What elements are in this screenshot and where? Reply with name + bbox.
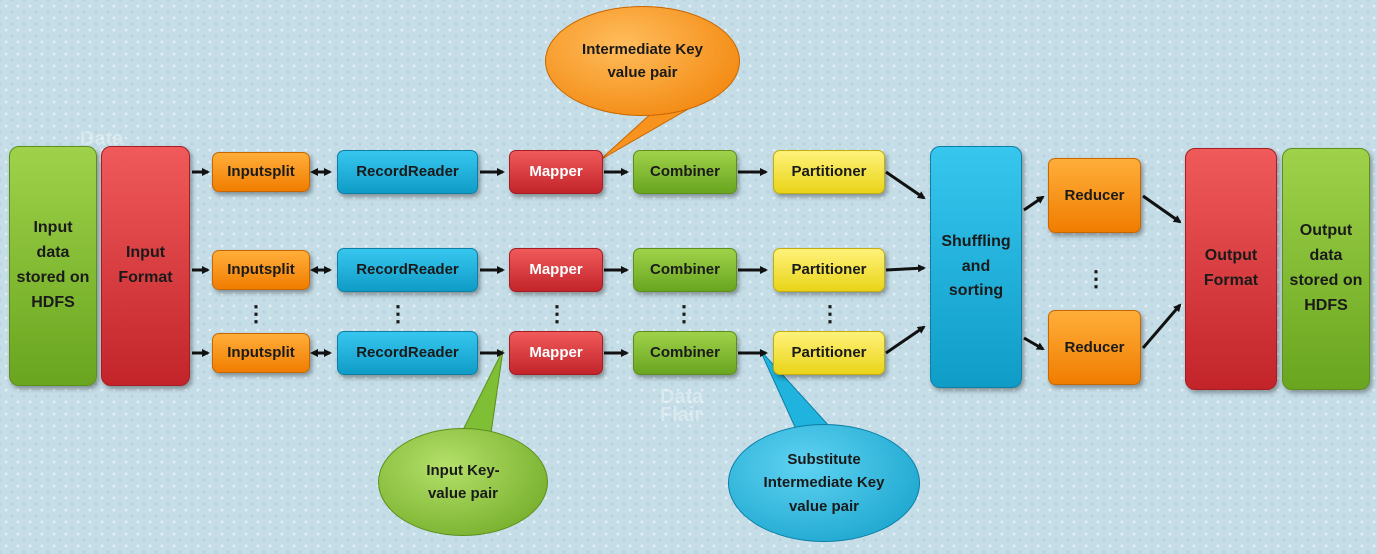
recordreader-3: RecordReader	[337, 331, 478, 375]
input-data-hdfs: Input data stored on HDFS	[9, 146, 97, 386]
combiner-1: Combiner	[633, 150, 737, 194]
vertical-ellipsis-icon	[819, 303, 839, 325]
combiner-2: Combiner	[633, 248, 737, 292]
callout-input-key-value-pair: Input Key-value pair	[378, 428, 548, 536]
right-arrow-icon	[1023, 336, 1045, 351]
inputsplit-1: Inputsplit	[212, 152, 310, 192]
vertical-ellipsis-icon	[673, 303, 693, 325]
reducer-1: Reducer	[1048, 158, 1141, 233]
output-format: Output Format	[1185, 148, 1277, 390]
recordreader-1: RecordReader	[337, 150, 478, 194]
recordreader-2: RecordReader	[337, 248, 478, 292]
inputsplit-2: Inputsplit	[212, 250, 310, 290]
shuffling-and-sorting: Shuffling and sorting	[930, 146, 1022, 388]
vertical-ellipsis-icon	[387, 303, 407, 325]
right-arrow-icon	[885, 170, 926, 200]
right-arrow-icon	[1142, 194, 1182, 224]
right-arrow-icon	[1023, 195, 1045, 212]
right-arrow-icon	[885, 325, 926, 355]
mapper-2: Mapper	[509, 248, 603, 292]
callout-intermediate-key-value-pair: Intermediate Key value pair	[545, 6, 740, 116]
vertical-ellipsis-icon	[1085, 268, 1105, 290]
partitioner-2: Partitioner	[773, 248, 885, 292]
inputsplit-3: Inputsplit	[212, 333, 310, 373]
mapper-3: Mapper	[509, 331, 603, 375]
right-arrow-icon	[1141, 303, 1182, 349]
mapper-1: Mapper	[509, 150, 603, 194]
reducer-2: Reducer	[1048, 310, 1141, 385]
vertical-ellipsis-icon	[245, 303, 265, 325]
combiner-3: Combiner	[633, 331, 737, 375]
partitioner-3: Partitioner	[773, 331, 885, 375]
input-format: Input Format	[101, 146, 190, 386]
callout-substitute-intermediate-key-value-pair: Substitute Intermediate Key value pair	[728, 424, 920, 542]
partitioner-1: Partitioner	[773, 150, 885, 194]
vertical-ellipsis-icon	[546, 303, 566, 325]
right-arrow-icon	[885, 264, 926, 273]
output-data-hdfs: Output data stored on HDFS	[1282, 148, 1370, 390]
